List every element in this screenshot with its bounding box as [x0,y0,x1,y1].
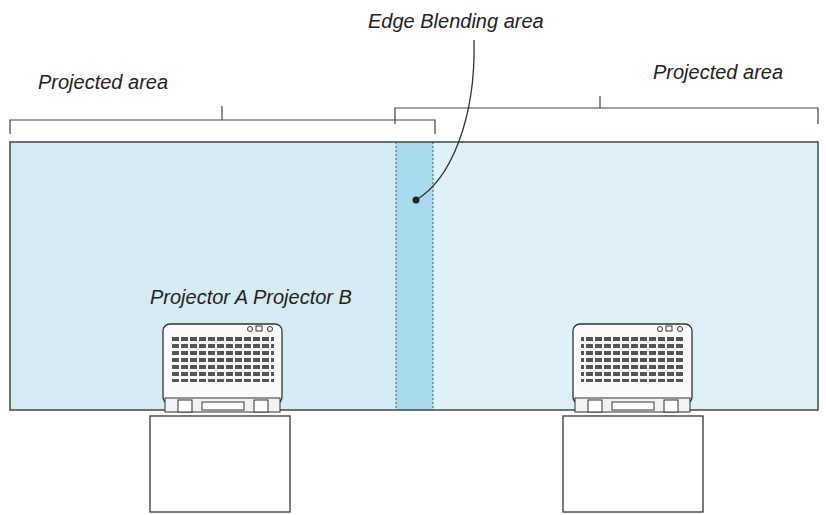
bracket [395,96,818,124]
leader-line [416,40,474,200]
projector-a [163,324,282,412]
screen-outline [10,142,818,410]
callout-label: Edge Blending area [368,10,544,32]
area-label: Projected area [653,61,783,83]
leader-dot [413,197,420,204]
projected-area-b [433,142,818,410]
stand [563,416,703,512]
blend-strip [396,142,433,410]
blend-edge [433,142,434,410]
projector-label: Projector A Projector B [150,286,352,308]
stand [150,416,290,512]
projector-b [573,324,692,412]
blend-edge [396,142,397,410]
bracket [10,106,435,134]
projected-area-a [10,142,396,410]
area-label: Projected area [38,71,168,93]
